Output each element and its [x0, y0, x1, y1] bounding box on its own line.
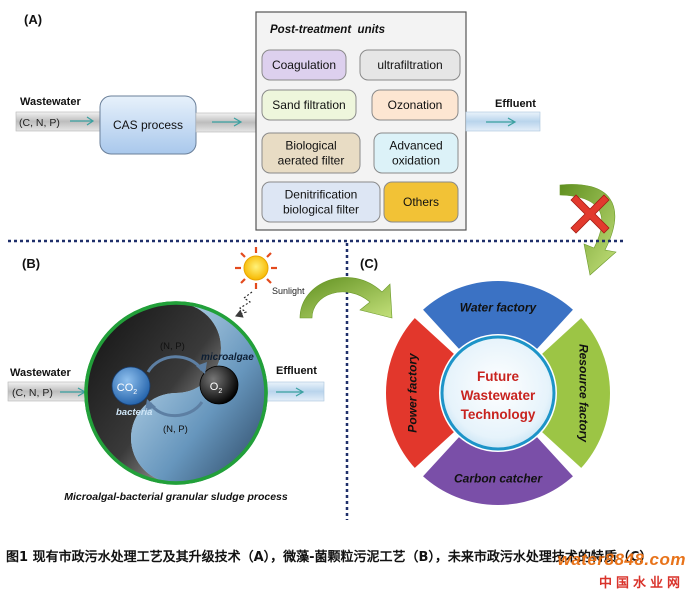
unit-box [261, 181, 381, 223]
watermark-name: 中国水业网 [598, 576, 684, 591]
unit-box [383, 181, 459, 223]
ring-segment-label: Water factory [460, 301, 538, 315]
granule: CO2 O2 (N, P) (N, P) microalgae bacteria [84, 301, 268, 485]
watermark-url: water8848.com [557, 550, 686, 569]
sunlight-label: Sunlight [272, 286, 305, 296]
red-cross-icon [570, 194, 610, 234]
ring-segment-label: Resource factory [577, 344, 591, 443]
inlet-sub-b: (C, N, P) [12, 387, 53, 399]
panel-c-label: (C) [360, 256, 378, 271]
wastewater-label-b: Wastewater [10, 367, 71, 379]
wastewater-label-a: Wastewater [20, 96, 81, 108]
ring-segment-label: Carbon catcher [454, 472, 543, 486]
center-line-1: Future [477, 369, 519, 384]
ring-segment-label: Power factory [406, 352, 420, 433]
unit-label: ultrafiltration [377, 58, 442, 72]
bacteria-half [86, 303, 221, 483]
unit-label: Biological [285, 139, 336, 153]
figure-caption: 图1 现有市政污水处理工艺及其升级技术（A），微藻-菌颗粒污泥工艺（B），未来市… [6, 550, 653, 565]
unit-label: biological filter [283, 203, 359, 217]
center-line-2: Wastewater [461, 388, 536, 403]
post-treatment-unit: Coagulation [261, 49, 347, 81]
post-treatment-unit: ultrafiltration [359, 49, 461, 81]
unit-label: oxidation [392, 154, 440, 168]
o2-label: O2 [210, 381, 223, 395]
ring-segment [420, 434, 576, 507]
post-treatment-unit: Ozonation [371, 89, 459, 121]
unit-label: Others [403, 195, 439, 209]
process-caption: Microalgal-bacterial granular sludge pro… [64, 491, 288, 503]
unit-label: Coagulation [272, 58, 336, 72]
ring-segment [420, 279, 576, 352]
panel-a: (A) Wastewater (C, N, P) CAS process Pos… [15, 11, 541, 231]
unit-label: Advanced [389, 139, 442, 153]
panel-a-label: (A) [24, 12, 42, 27]
post-treatment-unit: Sand filtration [261, 89, 357, 121]
co2-bubble [111, 366, 151, 406]
post-treatment-title: Post-treatment units [270, 24, 385, 36]
rejection-marker [559, 184, 617, 276]
co2-label: CO2 [117, 382, 138, 396]
outlet-arrow-b [276, 387, 305, 397]
mid-arrow-a [212, 117, 243, 127]
ring-segment [539, 315, 612, 471]
unit-box [371, 89, 459, 121]
unit-label: Ozonation [388, 98, 443, 112]
bacteria-label: bacteria [116, 407, 152, 418]
effluent-label-b: Effluent [276, 365, 317, 377]
o2-bubble [199, 365, 239, 405]
unit-box [261, 89, 357, 121]
exchange-arrowhead-top [196, 362, 207, 374]
microalgae-label: microalgae [201, 352, 254, 363]
np-top-label: (N, P) [160, 341, 185, 352]
center-hub: Future Wastewater Technology [440, 335, 556, 451]
unit-box [261, 49, 347, 81]
center-line-3: Technology [461, 407, 536, 422]
inlet-arrow-a [70, 116, 95, 126]
unit-label: Denitrification [285, 188, 358, 202]
np-bottom-label: (N, P) [163, 424, 188, 435]
watermark: water8848.com 中国水业网 [557, 548, 690, 594]
curved-arrow-into-c [299, 277, 393, 319]
exchange-arrowhead-bottom [145, 399, 156, 411]
sunlight-ray-icon [234, 291, 253, 318]
unit-box [261, 132, 361, 174]
cas-process-label: CAS process [113, 118, 183, 132]
unit-label: Sand filtration [272, 98, 345, 112]
sun-icon [235, 247, 277, 289]
post-treatment-unit: Others [383, 181, 459, 223]
microalgae-half [131, 303, 266, 483]
outlet-arrow-a [486, 117, 517, 127]
inlet-sub-a: (C, N, P) [19, 117, 60, 129]
panel-b: (B) Sunlight Wastewater (C, N, P) Efflue… [7, 247, 325, 503]
panel-b-label: (B) [22, 256, 40, 271]
ring-segment [384, 315, 457, 471]
unit-label: aerated filter [278, 154, 345, 168]
unit-box [359, 49, 461, 81]
effluent-label-a: Effluent [495, 98, 536, 110]
unit-box [373, 132, 459, 174]
